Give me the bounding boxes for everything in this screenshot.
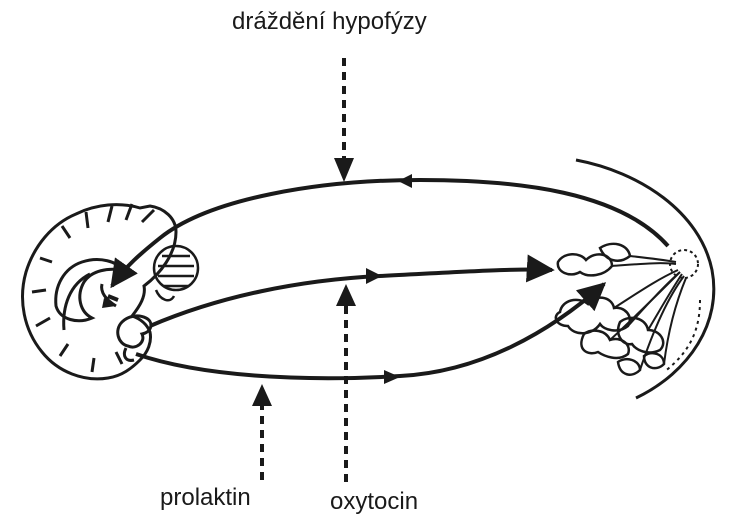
brain-illustration	[23, 204, 176, 379]
nerve-pathway-upper	[112, 174, 668, 286]
prolactin-pathway	[136, 284, 604, 384]
brain-gyrus-10	[92, 358, 94, 372]
brain-gyrus-7	[32, 290, 46, 292]
brain-gyrus-3	[108, 206, 112, 222]
oxytocin-label: oxytocin	[330, 488, 418, 516]
cerebellum-illustration	[154, 246, 198, 300]
oxytocin-dashed-arrow	[336, 284, 356, 482]
brain-gyrus-1	[62, 226, 70, 238]
prolactin-dashed-arrow	[252, 384, 272, 480]
brain-gyrus-9	[60, 344, 68, 356]
prolactin-label: prolaktin	[160, 484, 251, 512]
brain-gyrus-5	[142, 210, 154, 222]
brain-gyrus-2	[86, 212, 88, 228]
stimulation-dashed-arrow	[334, 58, 354, 182]
brain-gyrus-11	[116, 352, 122, 364]
brain-outline	[23, 205, 176, 379]
brain-gyrus-6	[40, 258, 52, 262]
stimulation-label: dráždění hypofýzy	[232, 8, 427, 36]
brain-gyrus-8	[36, 318, 50, 326]
